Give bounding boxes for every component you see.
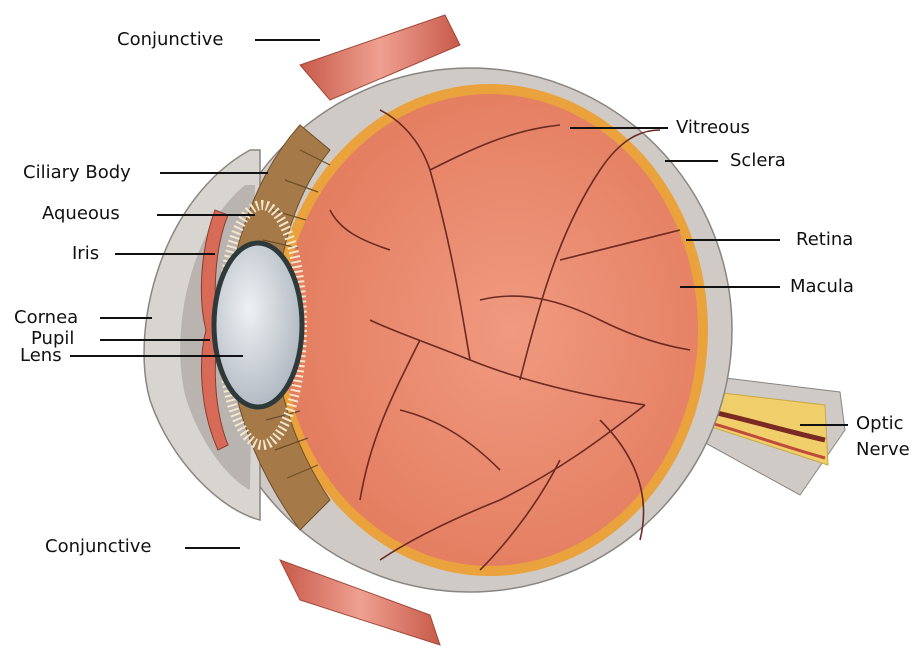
vitreous-body bbox=[282, 94, 698, 566]
label-optic-nerve-line2: Nerve bbox=[856, 440, 910, 460]
label-conjunctive-bottom: Conjunctive bbox=[45, 537, 152, 557]
label-aqueous: Aqueous bbox=[42, 204, 120, 224]
label-vitreous: Vitreous bbox=[676, 118, 750, 138]
label-iris: Iris bbox=[72, 244, 99, 264]
label-macula: Macula bbox=[790, 277, 854, 297]
label-optic-nerve-line1: Optic bbox=[856, 414, 904, 434]
label-lens: Lens bbox=[20, 346, 62, 366]
label-cornea: Cornea bbox=[14, 308, 78, 328]
label-sclera: Sclera bbox=[730, 151, 786, 171]
label-conjunctive-top: Conjunctive bbox=[117, 30, 224, 50]
label-ciliary-body: Ciliary Body bbox=[23, 163, 131, 183]
label-retina: Retina bbox=[796, 230, 853, 250]
lens bbox=[214, 243, 302, 407]
